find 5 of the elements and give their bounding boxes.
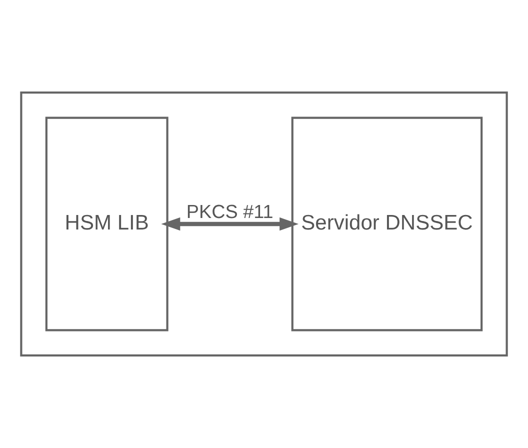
- node-box: Servidor DNSSEC: [291, 116, 483, 332]
- arrow: [161, 217, 299, 231]
- edge-label: PKCS #11: [186, 202, 274, 224]
- node-box: HSM LIB: [45, 116, 168, 332]
- cluster: [20, 92, 508, 356]
